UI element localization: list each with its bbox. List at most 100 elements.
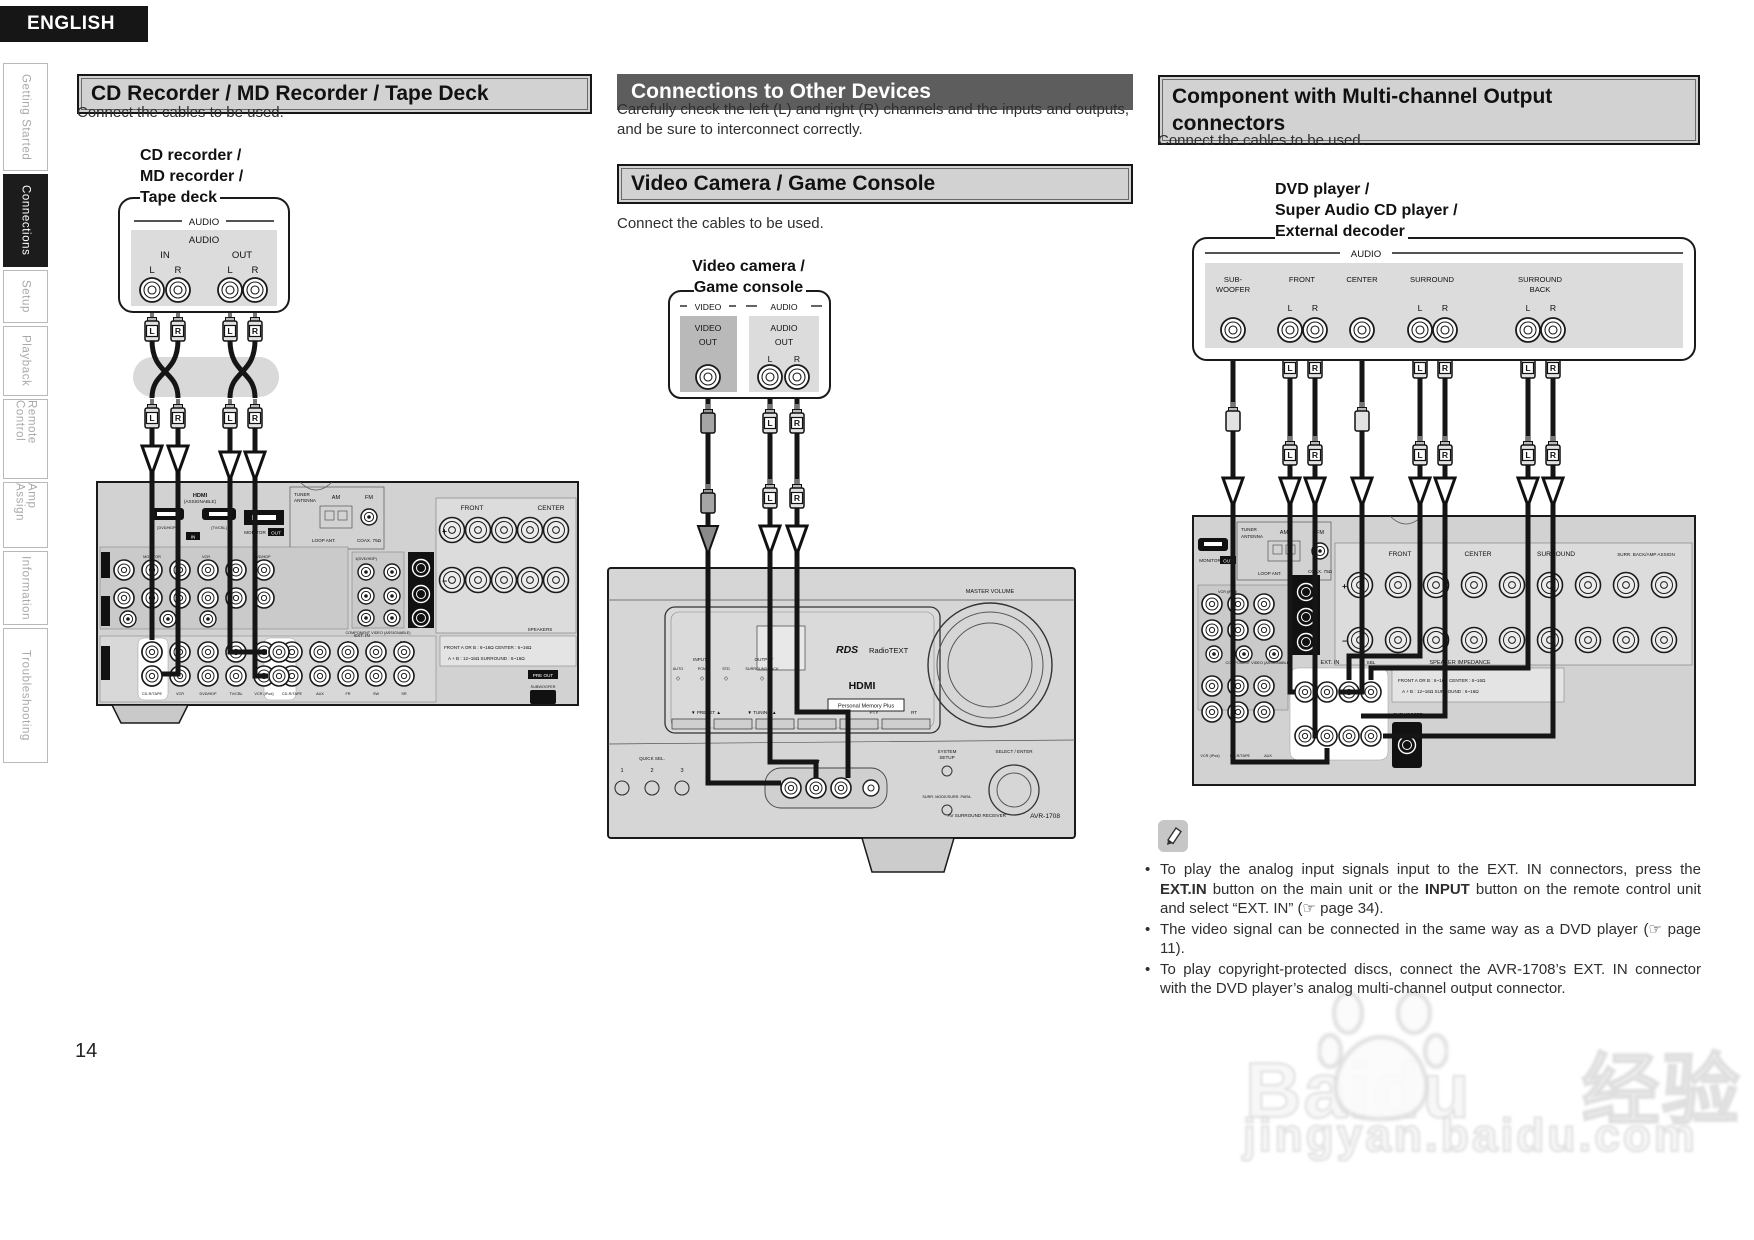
baidu-paw-logo bbox=[1318, 991, 1448, 1122]
svg-text:SW: SW bbox=[373, 692, 380, 696]
camera-device-box: VIDEO AUDIO VIDEO OUT AUDIO OUT L R bbox=[668, 290, 831, 399]
svg-text:CENTER: CENTER bbox=[1346, 275, 1378, 284]
svg-text:OUT: OUT bbox=[775, 337, 794, 347]
dvd-device-label: DVD player / Super Audio CD player / Ext… bbox=[1275, 179, 1461, 242]
svg-text:VCR: VCR bbox=[202, 555, 210, 559]
svg-text:[DVD/HDP]: [DVD/HDP] bbox=[157, 526, 176, 530]
svg-text:VCR (iPod): VCR (iPod) bbox=[1218, 590, 1238, 594]
svg-text:AM: AM bbox=[1280, 530, 1289, 536]
svg-text:SBL: SBL bbox=[400, 640, 409, 645]
svg-text:V.AUX INPUT: V.AUX INPUT bbox=[792, 759, 821, 764]
dvd-device-label-line3: External decoder bbox=[1275, 223, 1408, 240]
svg-text:SURR. MODE/SURR. PARA.: SURR. MODE/SURR. PARA. bbox=[922, 795, 971, 799]
cd-recorder-cables bbox=[133, 311, 290, 687]
svg-text:QUICK SEL.: QUICK SEL. bbox=[639, 756, 665, 761]
svg-text:SURROUND BACK: SURROUND BACK bbox=[745, 667, 779, 671]
svg-text:LOOP ANT.: LOOP ANT. bbox=[312, 538, 336, 543]
svg-text:SUB-: SUB- bbox=[1224, 275, 1243, 284]
svg-text:R: R bbox=[1442, 303, 1448, 313]
svg-text:SR: SR bbox=[401, 692, 407, 696]
svg-text:IN: IN bbox=[160, 250, 170, 261]
svg-text:C: C bbox=[346, 640, 350, 645]
svg-text:SYSTEM: SYSTEM bbox=[938, 749, 957, 754]
svg-text:FRONT: FRONT bbox=[1389, 551, 1412, 558]
svg-text:L: L bbox=[1288, 303, 1293, 313]
svg-text:R: R bbox=[1550, 303, 1556, 313]
svg-text:EXT. IN: EXT. IN bbox=[354, 633, 370, 638]
svg-text:PRE OUT: PRE OUT bbox=[533, 673, 554, 678]
svg-text:OUT: OUT bbox=[1223, 559, 1233, 564]
svg-text:TUNER: TUNER bbox=[1241, 527, 1258, 532]
svg-text:FRONT: FRONT bbox=[461, 505, 484, 512]
svg-text:R: R bbox=[1312, 303, 1318, 313]
cd-device-label-line2: MD recorder / bbox=[140, 168, 247, 185]
cd-recorder-device-box: AUDIO AUDIO IN OUT L R L R bbox=[118, 197, 290, 313]
svg-text:−: − bbox=[442, 576, 447, 586]
svg-text:VIDEO: VIDEO bbox=[695, 302, 722, 312]
svg-text:SPEAKERS: SPEAKERS bbox=[528, 627, 553, 632]
cd-recorder-rear-panel: HDMI (ASSIGNABLE) [DVD/HDP] [TV/CBL] IN … bbox=[96, 481, 579, 724]
receiver-front-panel: RDS RadioTEXT HDMI Personal Memory Plus … bbox=[607, 567, 1076, 873]
sidebar-item-getting-started: Getting Started bbox=[3, 63, 48, 171]
svg-text:WOOFER: WOOFER bbox=[1216, 285, 1251, 294]
svg-text:L: L bbox=[1526, 303, 1531, 313]
sidebar-item-amp-assign: Amp Assign bbox=[3, 482, 48, 548]
cd-intro-text: Connect the cables to be used. bbox=[77, 104, 284, 121]
watermark-url: jingyan.baidu.com bbox=[1242, 1108, 1698, 1162]
svg-text:◇: ◇ bbox=[700, 676, 705, 682]
dvd-connect-text: Connect the cables to be used. bbox=[1158, 132, 1365, 149]
svg-text:OUT: OUT bbox=[699, 337, 718, 347]
svg-text:SPEAKER IMPEDANCE: SPEAKER IMPEDANCE bbox=[1429, 660, 1491, 666]
other-devices-intro: Carefully check the left (L) and right (… bbox=[617, 101, 1129, 138]
svg-text:DVD/HDP: DVD/HDP bbox=[253, 555, 271, 559]
svg-text:AUTO: AUTO bbox=[673, 667, 684, 671]
svg-text:SETUP: SETUP bbox=[939, 755, 954, 760]
section-header-cd-recorder: CD Recorder / MD Recorder / Tape Deck bbox=[77, 74, 592, 115]
svg-text:MASTER VOLUME: MASTER VOLUME bbox=[966, 589, 1015, 595]
camera-cables bbox=[697, 398, 851, 786]
svg-text:AVR-1708: AVR-1708 bbox=[1030, 813, 1060, 820]
svg-text:L: L bbox=[1418, 303, 1423, 313]
svg-text:OUTPUT: OUTPUT bbox=[755, 657, 774, 662]
svg-text:SURROUND: SURROUND bbox=[1410, 275, 1454, 284]
section-banner-other-devices: Connections to Other Devices bbox=[617, 74, 1133, 111]
svg-text:SURR. BACK/AMP ASSIGN: SURR. BACK/AMP ASSIGN bbox=[1617, 552, 1675, 557]
svg-text:PTY: PTY bbox=[870, 710, 879, 715]
svg-text:OUT: OUT bbox=[271, 531, 281, 536]
svg-text:AUDIO: AUDIO bbox=[770, 302, 798, 312]
notes-list: To play the analog input signals input t… bbox=[1145, 860, 1701, 1000]
svg-text:FR: FR bbox=[345, 692, 350, 696]
svg-text:SUBWOOFER: SUBWOOFER bbox=[531, 685, 556, 689]
svg-text:COAX. 75Ω: COAX. 75Ω bbox=[1308, 569, 1333, 574]
svg-text:A + B : 12~16Ω SURROUND : 6~: A + B : 12~16Ω SURROUND : 6~16Ω bbox=[448, 656, 525, 661]
svg-text:SURROUND: SURROUND bbox=[1518, 275, 1562, 284]
svg-text:VCR (iPod): VCR (iPod) bbox=[1200, 754, 1220, 758]
svg-text:L: L bbox=[149, 265, 155, 276]
svg-text:LOOP ANT.: LOOP ANT. bbox=[1258, 571, 1282, 576]
svg-text:AUX: AUX bbox=[1264, 754, 1272, 758]
svg-text:[TV/CBL]: [TV/CBL] bbox=[211, 526, 226, 530]
dvd-device-label-line2: Super Audio CD player / bbox=[1275, 202, 1461, 219]
svg-text:FRONT A OR B : 6~16Ω CENTER: FRONT A OR B : 6~16Ω CENTER : 6~16Ω bbox=[1398, 678, 1486, 683]
svg-text:2: 2 bbox=[650, 768, 653, 774]
svg-text:HDMI: HDMI bbox=[193, 493, 208, 499]
svg-text:SURROUND: SURROUND bbox=[1537, 551, 1575, 558]
svg-text:(ASSIGNABLE): (ASSIGNABLE) bbox=[184, 499, 217, 504]
language-banner: ENGLISH bbox=[0, 6, 148, 42]
camera-device-label-line2: Game console bbox=[693, 279, 807, 296]
svg-text:FM: FM bbox=[365, 495, 373, 501]
sidebar-item-playback: Playback bbox=[3, 326, 48, 396]
sidebar-item-troubleshooting: Troubleshooting bbox=[3, 628, 48, 763]
camera-device-label-line1: Video camera / bbox=[692, 258, 808, 275]
svg-text:SBL: SBL bbox=[1367, 660, 1376, 665]
svg-text:IN: IN bbox=[191, 535, 196, 540]
svg-text:◇: ◇ bbox=[724, 676, 729, 682]
svg-text:3: 3 bbox=[680, 768, 683, 774]
svg-text:MONITOR: MONITOR bbox=[143, 555, 161, 559]
svg-text:AUDIO: AUDIO bbox=[189, 235, 219, 246]
svg-text:SL: SL bbox=[373, 640, 379, 645]
svg-text:+: + bbox=[442, 526, 447, 536]
svg-text:CENTER: CENTER bbox=[537, 505, 564, 512]
sidebar-item-information: Information bbox=[3, 551, 48, 625]
svg-text:◇: ◇ bbox=[760, 676, 765, 682]
